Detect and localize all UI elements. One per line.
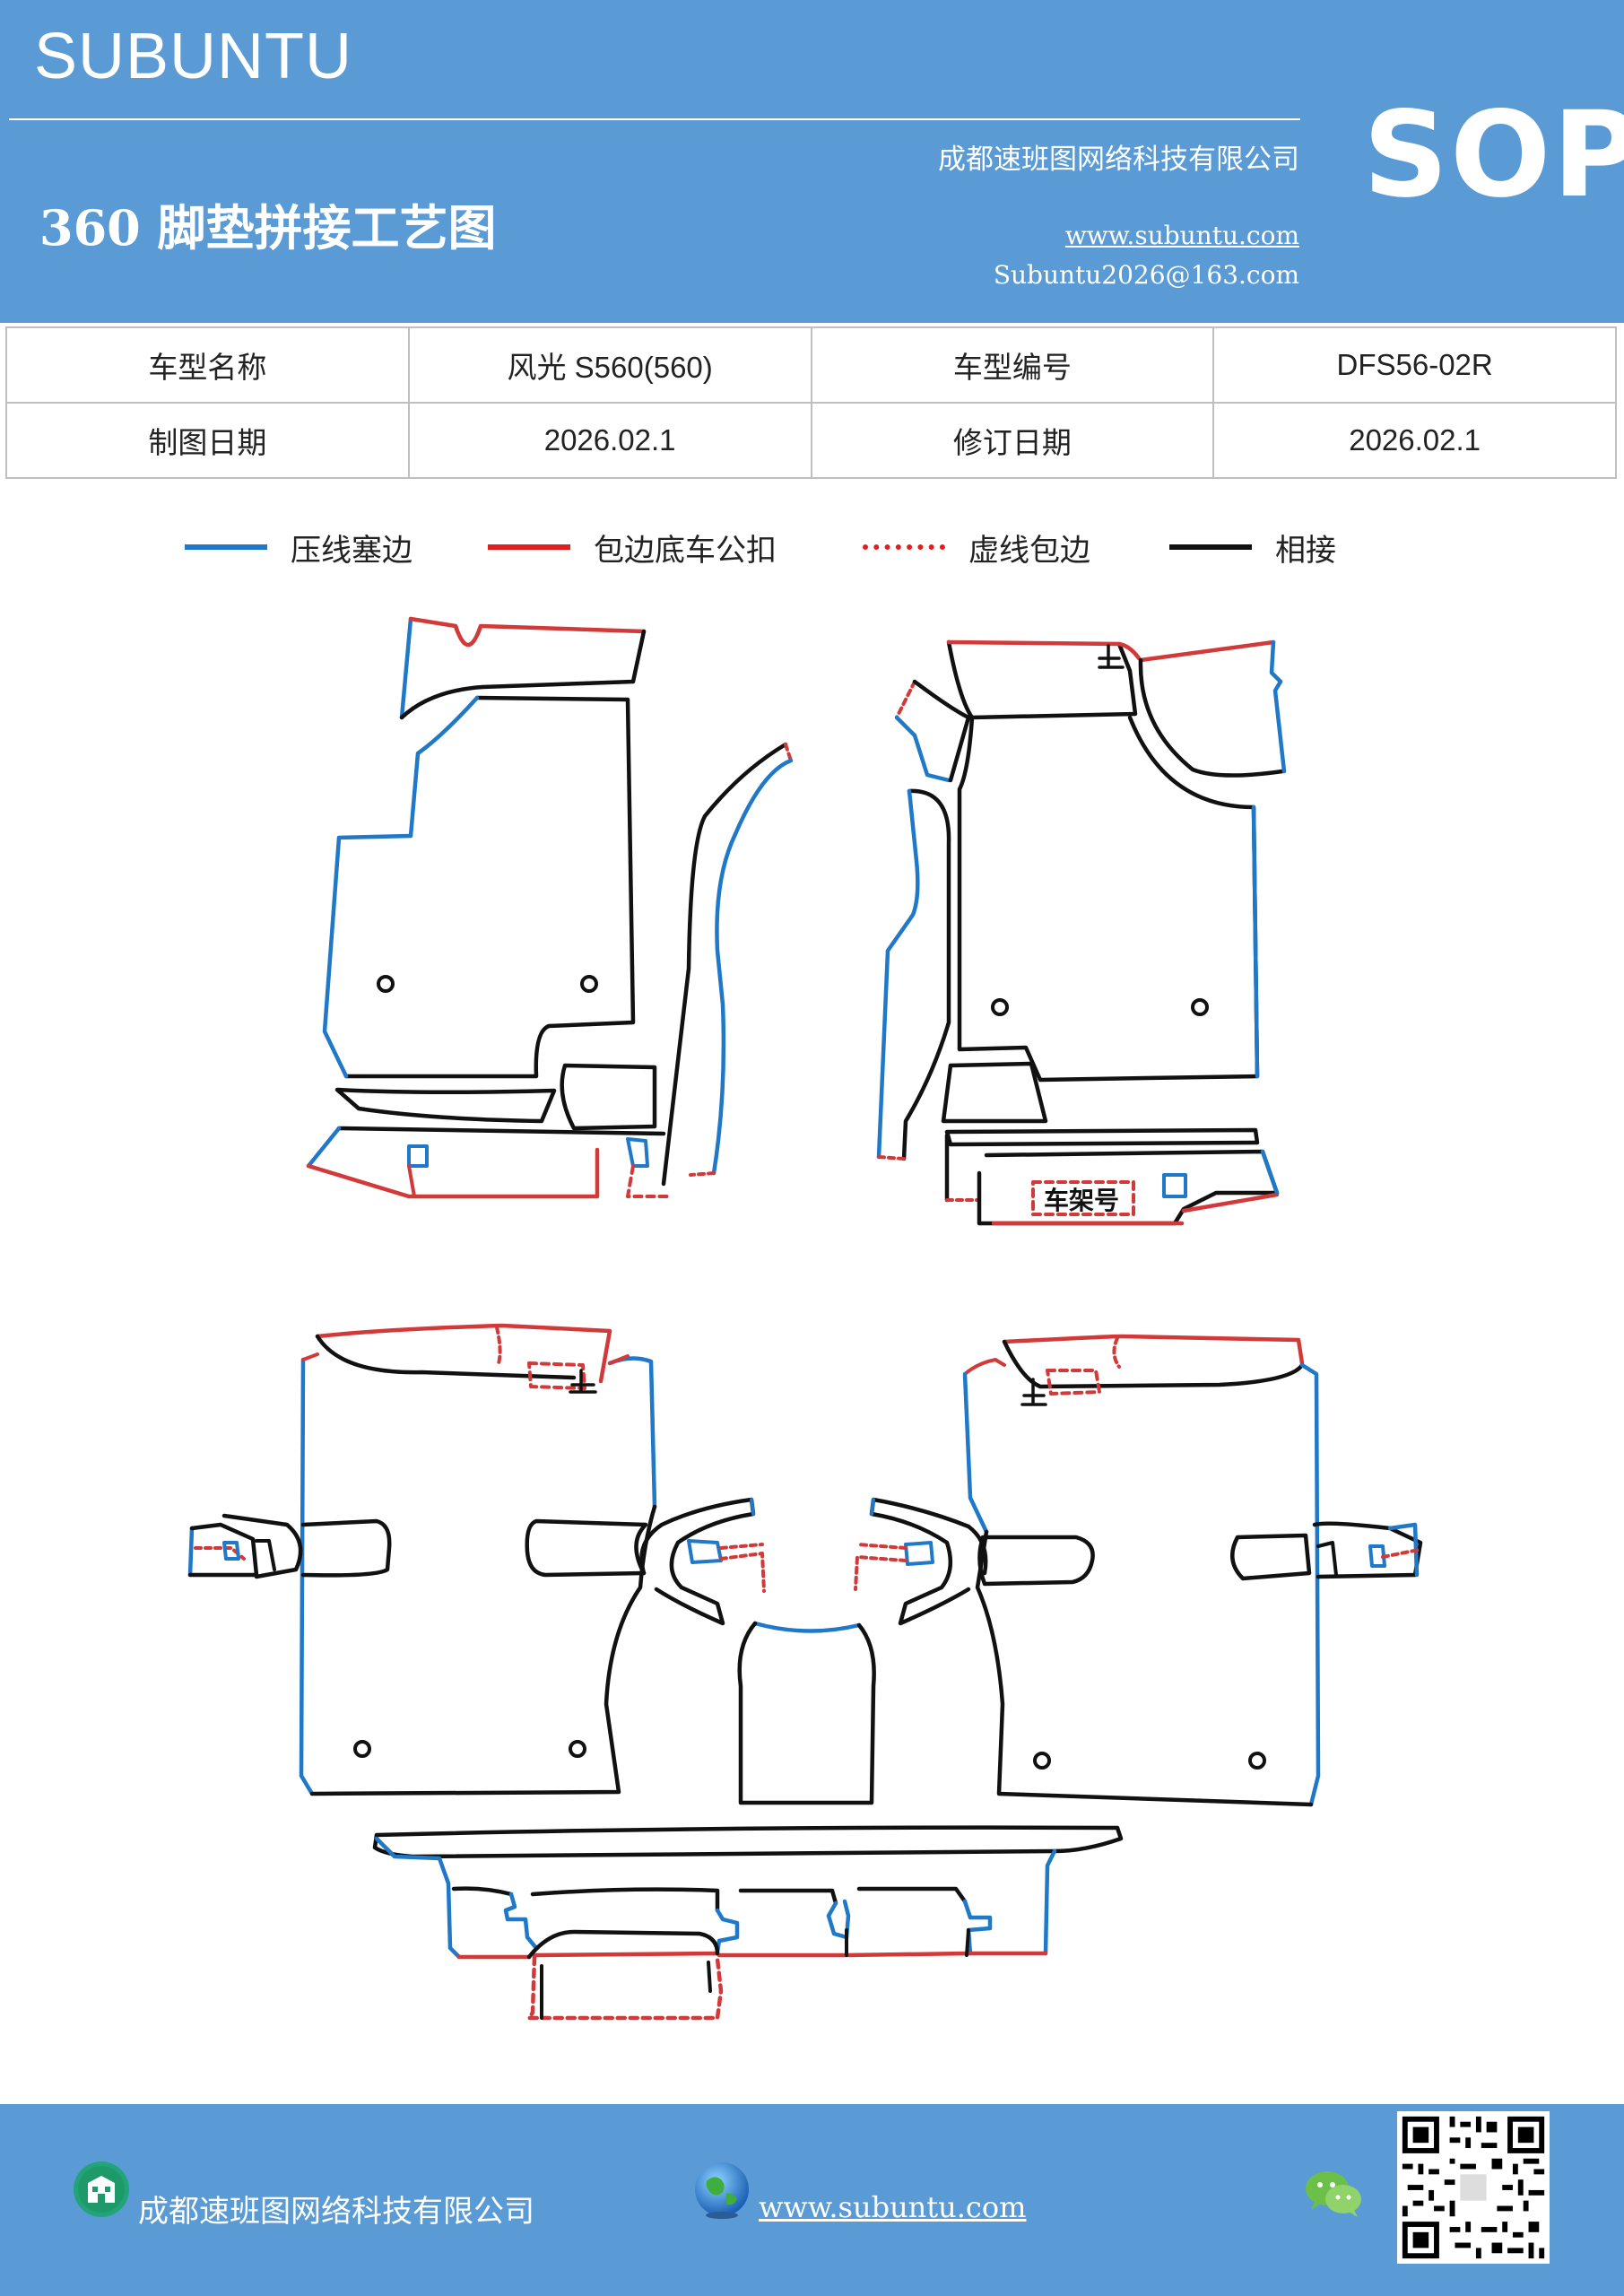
label-draw-date: 制图日期 bbox=[5, 402, 410, 479]
rear-left-mat bbox=[187, 1323, 766, 1796]
building-icon bbox=[74, 2161, 129, 2217]
globe-icon bbox=[695, 2162, 749, 2219]
company-name: 成都速班图网络科技有限公司 bbox=[938, 144, 1299, 176]
rear-right-mat bbox=[854, 1334, 1423, 1807]
front-left-mat bbox=[306, 616, 794, 1199]
legend-swatch-red-dotted bbox=[863, 544, 945, 550]
line-legend: 压线塞边 包边底车公扣 虚线包边 相接 bbox=[0, 520, 1624, 574]
mat-splice-diagram: 车架号 bbox=[187, 616, 1423, 2021]
legend-label: 虚线包边 bbox=[968, 532, 1090, 569]
qr-code-icon[interactable] bbox=[1397, 2111, 1550, 2264]
legend-label: 相接 bbox=[1275, 532, 1336, 569]
legend-swatch-blue bbox=[185, 544, 267, 550]
table-row: 制图日期 2026.02.1 修订日期 2026.02.1 bbox=[5, 402, 1617, 479]
footer-website-link[interactable]: www.subuntu.com bbox=[759, 2190, 1027, 2224]
document-title: 360 脚垫拼接工艺图 bbox=[39, 199, 497, 257]
legend-label: 包边底车公扣 bbox=[594, 532, 777, 569]
brand-name: SUBUNTU bbox=[34, 21, 353, 92]
contact-email: Subuntu2026@163.com bbox=[993, 260, 1299, 290]
table-row: 车型名称 风光 S560(560) 车型编号 DFS56-02R bbox=[5, 326, 1617, 404]
wechat-icon[interactable] bbox=[1302, 2167, 1365, 2221]
page-footer: 成都速班图网络科技有限公司 www.subuntu.com bbox=[0, 2104, 1624, 2296]
label-revision-date: 修订日期 bbox=[810, 402, 1215, 479]
value-revision-date: 2026.02.1 bbox=[1212, 402, 1617, 479]
legend-item-edge-buckle: 包边底车公扣 bbox=[488, 520, 777, 574]
page-header: SUBUNTU 成都速班图网络科技有限公司 360 脚垫拼接工艺图 www.su… bbox=[0, 0, 1624, 323]
sop-badge: SOP bbox=[1363, 86, 1624, 224]
vehicle-info-table: 车型名称 风光 S560(560) 车型编号 DFS56-02R 制图日期 20… bbox=[5, 326, 1617, 479]
legend-item-dotted-edge: 虚线包边 bbox=[863, 520, 1090, 574]
frame-number-label: 车架号 bbox=[1044, 1186, 1119, 1215]
front-right-mat: 车架号 bbox=[876, 639, 1287, 1226]
legend-item-press-line: 压线塞边 bbox=[185, 520, 413, 574]
value-model-code: DFS56-02R bbox=[1212, 326, 1617, 404]
value-draw-date: 2026.02.1 bbox=[407, 402, 812, 479]
value-model-name: 风光 S560(560) bbox=[407, 326, 812, 404]
legend-item-joined: 相接 bbox=[1169, 520, 1336, 574]
footer-company-name: 成都速班图网络科技有限公司 bbox=[138, 2194, 534, 2230]
legend-swatch-black bbox=[1169, 544, 1252, 550]
legend-swatch-red bbox=[488, 544, 570, 550]
header-divider bbox=[9, 118, 1300, 120]
rear-center-mat bbox=[737, 1621, 876, 1805]
label-model-name: 车型名称 bbox=[5, 326, 410, 404]
rear-bottom-strips bbox=[372, 1825, 1124, 2021]
website-link[interactable]: www.subuntu.com bbox=[1064, 221, 1299, 250]
legend-label: 压线塞边 bbox=[291, 532, 413, 569]
label-model-code: 车型编号 bbox=[810, 326, 1215, 404]
